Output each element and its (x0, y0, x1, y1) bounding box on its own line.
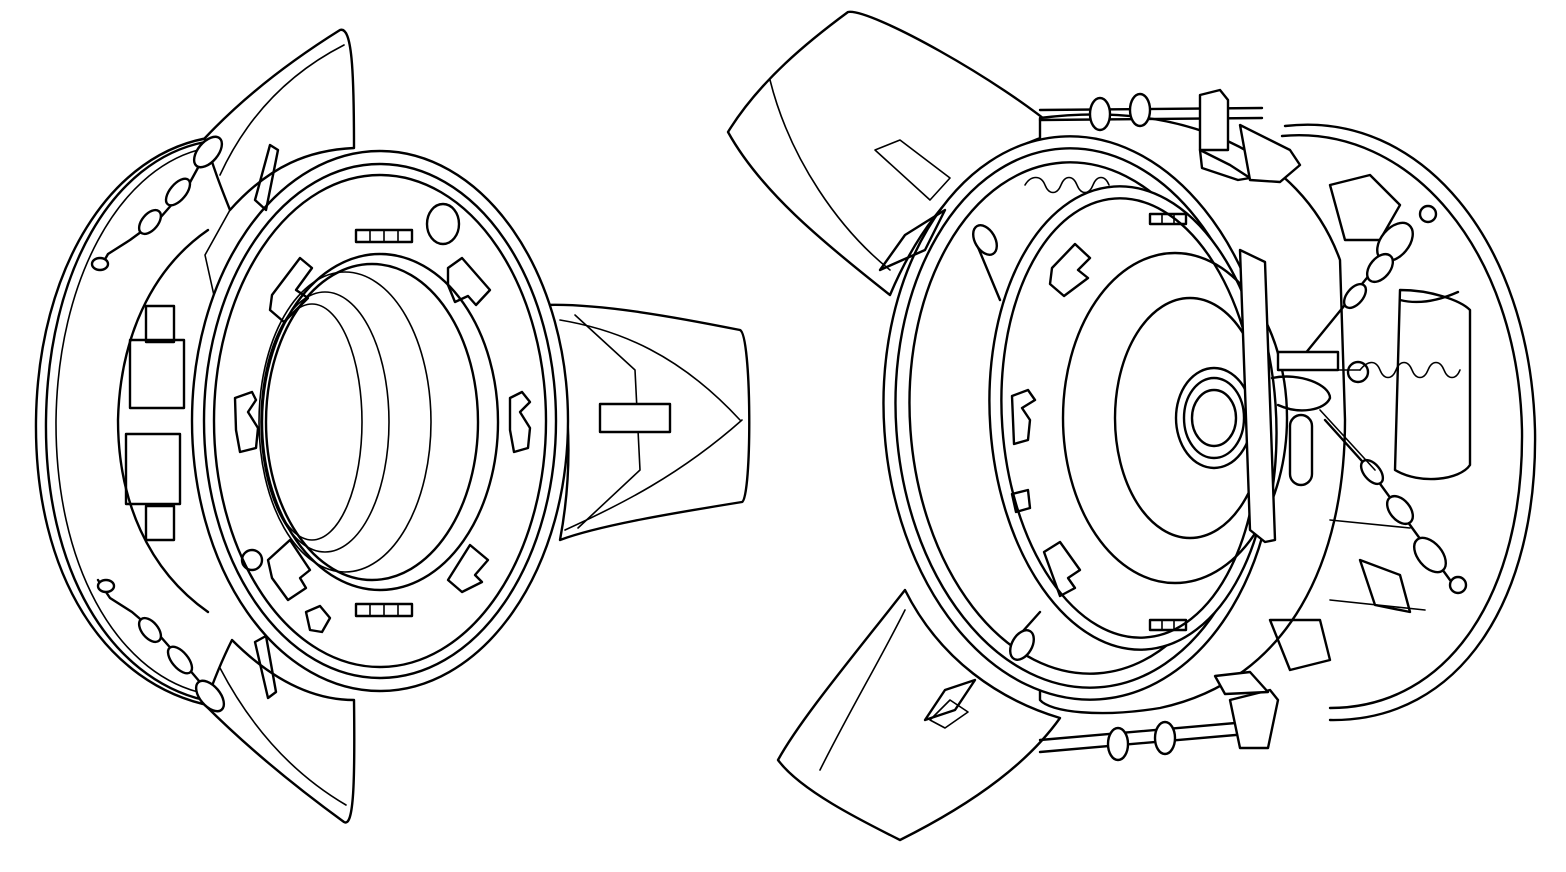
docking-mechanism-front-view (34, 28, 751, 824)
ring-latch-top (1148, 212, 1188, 226)
outer-rim (34, 135, 217, 708)
center-latch (1270, 350, 1376, 487)
ring-hook-upper (1048, 242, 1092, 298)
guide-plate (1238, 248, 1277, 544)
docking-ring (190, 149, 570, 693)
ring-bracket-lower-left (1010, 488, 1032, 514)
bottom-guide-petal (776, 588, 1062, 842)
coil-spring-right (1359, 361, 1461, 379)
bottom-guide-petal (203, 638, 356, 824)
side-latch-bracket (598, 402, 672, 434)
right-actuator-lower (1323, 418, 1468, 595)
transfer-tunnel (258, 252, 500, 592)
lower-actuator-rod (1038, 670, 1280, 762)
petal-bracket-bottom (253, 634, 278, 700)
ring-hook-upper-right (446, 256, 492, 307)
ring-hook-upper-left (268, 256, 314, 324)
rear-body-rim (1280, 123, 1537, 722)
ring-hook-lower-left (240, 538, 312, 602)
coil-spring-top (1024, 176, 1110, 194)
inner-shell (116, 228, 210, 614)
cylindrical-tank (1393, 288, 1472, 481)
upper-actuator (90, 135, 224, 272)
upper-actuator-rod (1038, 88, 1302, 184)
docking-mechanism-rear-oblique-view (726, 10, 1537, 842)
ring-hook-lower-right (446, 543, 490, 594)
ring-lower-bracket (304, 604, 332, 634)
shell-equipment-boxes (124, 304, 186, 542)
ring-latch-bottom (354, 602, 414, 618)
ring-hook-left (233, 390, 260, 454)
rear-equipment (1268, 173, 1472, 672)
lower-actuator (96, 578, 226, 713)
ring-alignment-pin (425, 202, 461, 246)
ring-latch-bottom (1148, 618, 1188, 632)
ring-guide-rods (878, 208, 1042, 722)
ring-hook-right (508, 390, 532, 454)
ring-hook-lower (1042, 540, 1082, 598)
ring-latch-top (354, 228, 414, 244)
right-actuator-upper (1298, 204, 1438, 362)
top-guide-petal (203, 28, 356, 301)
petal-bracket-top (253, 143, 280, 212)
ring-hook-left (1010, 388, 1037, 446)
side-guide-petal (543, 303, 751, 542)
